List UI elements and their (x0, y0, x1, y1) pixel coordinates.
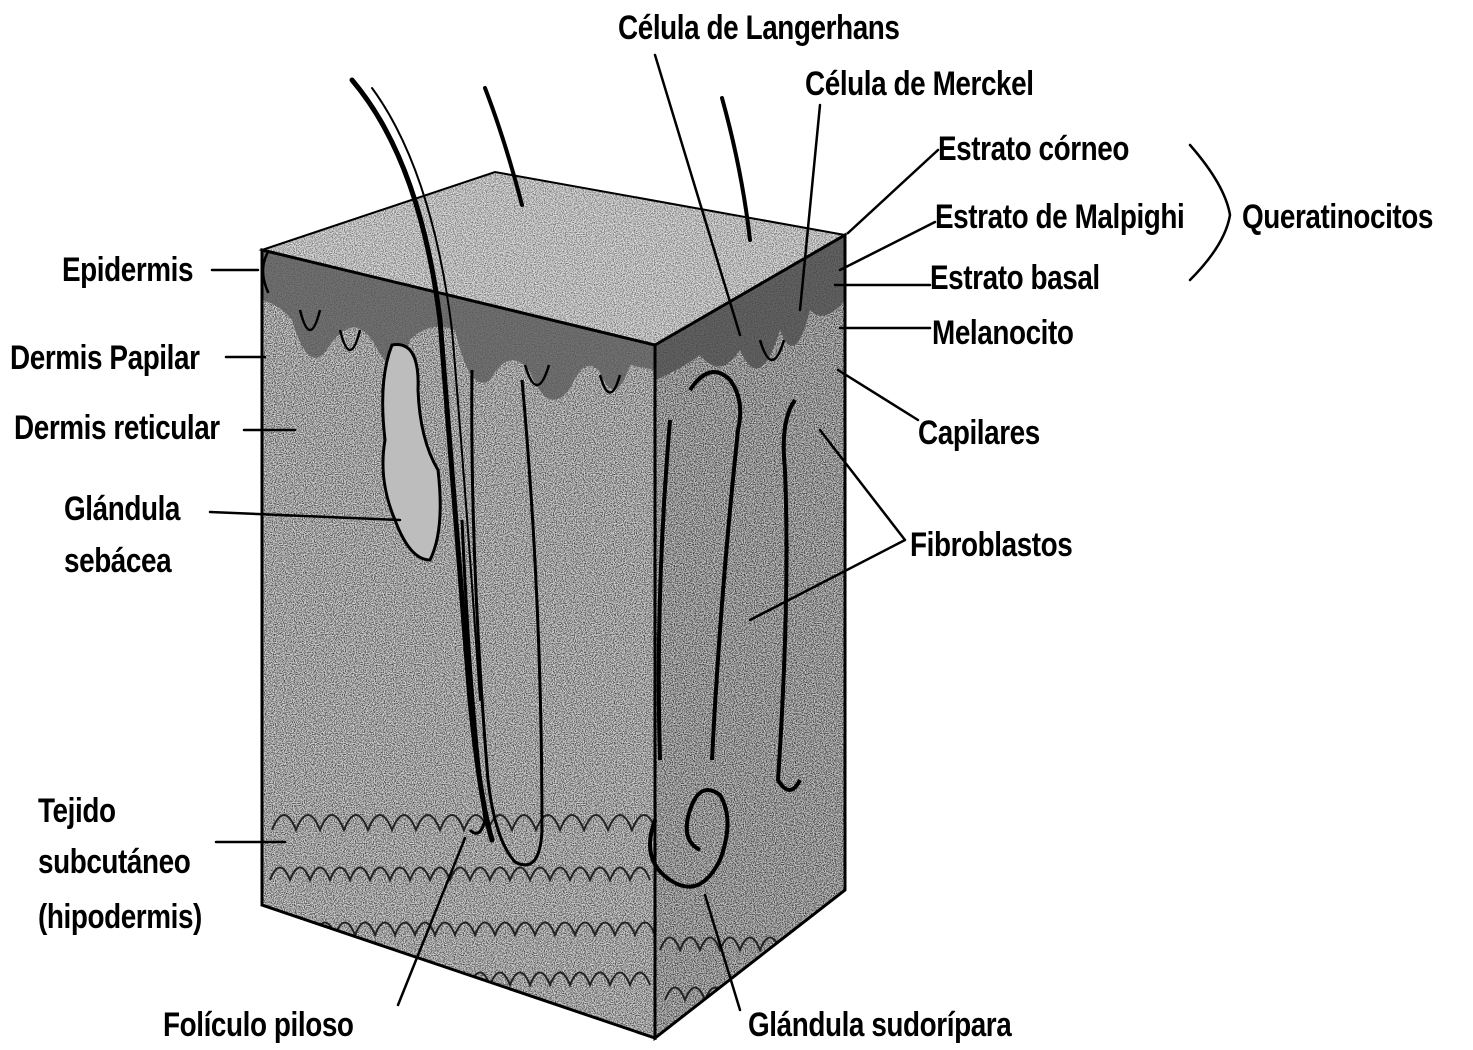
label-foliculo-piloso: Folículo piloso (163, 1000, 354, 1050)
label-estrato-corneo: Estrato córneo (938, 124, 1129, 174)
label-dermis-reticular: Dermis reticular (14, 403, 220, 453)
label-glandula-sudoripara: Glándula sudorípara (748, 1000, 1011, 1050)
bracket-queratinocitos (1190, 145, 1230, 280)
label-estrato-basal: Estrato basal (930, 253, 1100, 303)
leader-corneo (848, 150, 938, 233)
label-celula-langerhans: Célula de Langerhans (618, 3, 900, 53)
label-epidermis: Epidermis (62, 245, 193, 295)
leader-capilares (838, 370, 918, 420)
skin-block (250, 160, 870, 1049)
label-tejido-subcutaneo-line1: Tejido (38, 786, 116, 836)
label-dermis-papilar: Dermis Papilar (10, 333, 200, 383)
label-tejido-subcutaneo-line2: subcutáneo (38, 837, 190, 887)
leader-malpighi (840, 222, 935, 270)
label-capilares: Capilares (918, 408, 1040, 458)
label-celula-merckel: Célula de Merckel (805, 59, 1034, 109)
label-tejido-subcutaneo-line3: (hipodermis) (38, 892, 202, 942)
label-glandula-sebacea-line2: sebácea (64, 536, 171, 586)
label-queratinocitos: Queratinocitos (1242, 192, 1433, 242)
label-fibroblastos: Fibroblastos (910, 520, 1072, 570)
label-estrato-malpighi: Estrato de Malpighi (935, 192, 1184, 242)
label-melanocito: Melanocito (932, 308, 1074, 358)
label-glandula-sebacea-line1: Glándula (64, 484, 180, 534)
